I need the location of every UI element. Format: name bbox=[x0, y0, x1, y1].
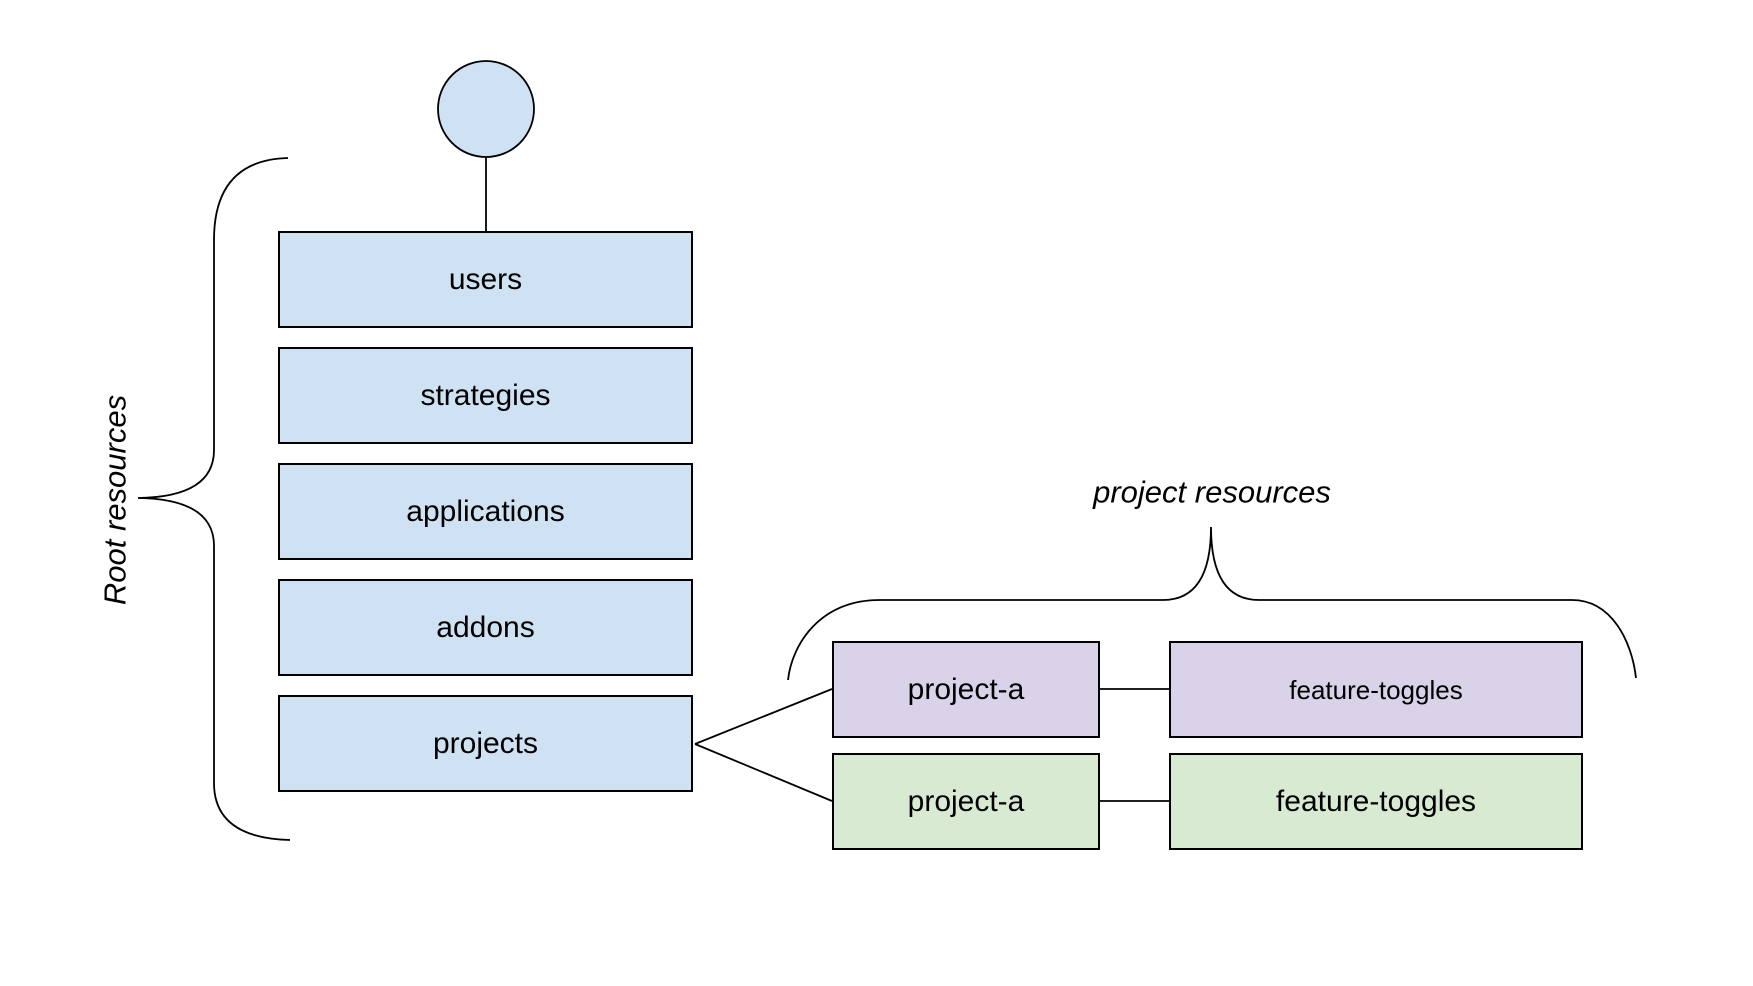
feature-toggles-box-green: feature-toggles bbox=[1169, 753, 1583, 850]
project-resources-group-label: project resources bbox=[1093, 474, 1331, 510]
root-resource-box-projects: projects bbox=[278, 695, 693, 792]
project-box-purple: project-a bbox=[832, 641, 1100, 738]
root-resources-brace bbox=[137, 157, 291, 841]
project-box-green: project-a bbox=[832, 753, 1100, 850]
project-resources-brace bbox=[787, 526, 1637, 681]
root-resource-box-users: users bbox=[278, 231, 693, 328]
projects-fanout-line-top bbox=[694, 688, 833, 745]
projects-fanout-line-bottom bbox=[694, 743, 833, 802]
feature-toggles-box-purple: feature-toggles bbox=[1169, 641, 1583, 738]
root-node-circle bbox=[437, 60, 535, 158]
root-resource-box-applications: applications bbox=[278, 463, 693, 560]
root-resources-group-label: Root resources bbox=[97, 394, 133, 606]
root-resource-box-addons: addons bbox=[278, 579, 693, 676]
root-resource-box-strategies: strategies bbox=[278, 347, 693, 444]
